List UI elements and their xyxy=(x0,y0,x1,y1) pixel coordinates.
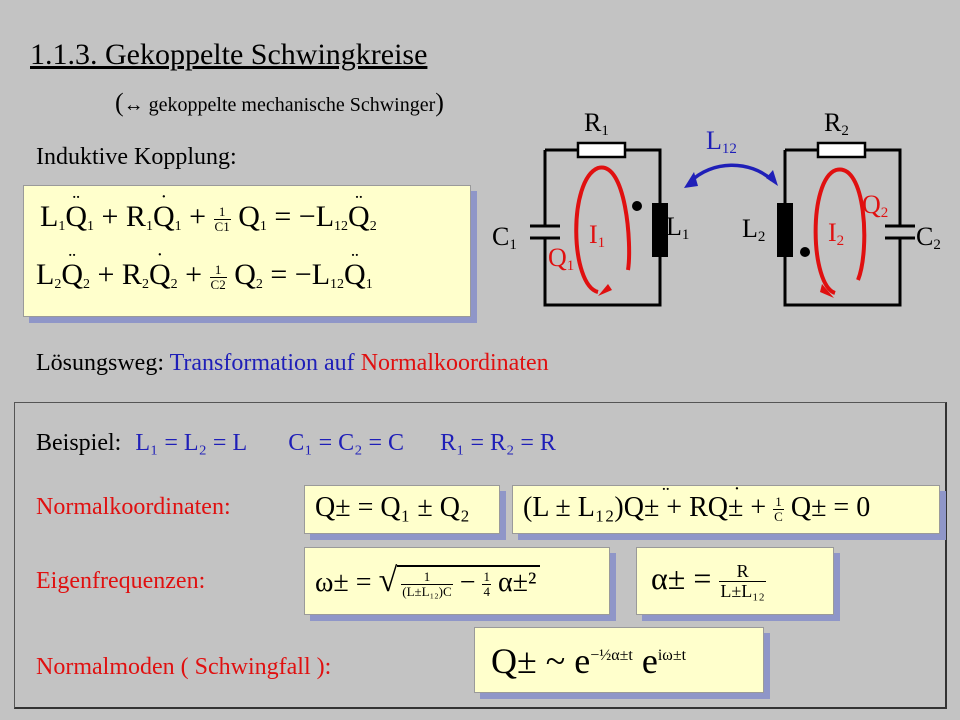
coupled-equations-box: L1Q1 + R1Q1 + 1C1 Q1 = −L12Q2 L2Q2 + R2Q… xyxy=(23,185,471,317)
label-q2: Q2 xyxy=(862,190,889,221)
coupling-dot-2 xyxy=(800,247,810,257)
page-title: 1.1.3. Gekoppelte Schwingkreise xyxy=(30,38,428,71)
eigen-label: Eigenfrequenzen: xyxy=(36,568,206,594)
resistor-r1 xyxy=(576,141,627,159)
equation-1: L1Q1 + R1Q1 + 1C1 Q1 = −L12Q2 xyxy=(40,200,377,235)
current-loop-2 xyxy=(813,167,867,295)
label-c2: C2 xyxy=(916,222,941,253)
label-l12: L12 xyxy=(706,126,737,157)
equation-2: L2Q2 + R2Q2 + 1C2 Q2 = −L12Q1 xyxy=(36,258,373,293)
capacitor-c2 xyxy=(885,224,915,240)
circuit-2-wires xyxy=(783,148,902,307)
circuit-1-wires xyxy=(543,148,662,307)
current-loop-1 xyxy=(574,165,632,294)
normal-coords-def-box: Q± = Q₁ ± Q₂ xyxy=(304,485,500,534)
normal-modes-box: Q± ~ e−½α±t eiω±t xyxy=(474,627,764,693)
subtitle: (↔ gekoppelte mechanische Schwinger) xyxy=(115,88,444,117)
label-r1: R1 xyxy=(584,108,609,139)
modes-label: Normalmoden ( Schwingfall ): xyxy=(36,654,332,680)
capacitor-c1 xyxy=(530,224,560,240)
coupling-arrow-icon xyxy=(688,163,774,184)
normal-coords-label: Normalkoordinaten: xyxy=(36,494,231,520)
normal-coords-eq-box: (L ± L₁₂)Q± + RQ± + 1C Q± = 0 xyxy=(512,485,940,534)
label-i2: I2 xyxy=(828,218,845,249)
resistor-r2 xyxy=(816,141,867,159)
inductor-l2 xyxy=(777,203,793,257)
subtitle-text: gekoppelte mechanische Schwinger xyxy=(148,94,436,116)
bidirectional-arrow-icon: ↔ xyxy=(123,94,144,116)
coupling-label: Induktive Kopplung: xyxy=(36,144,237,170)
label-q1: Q1 xyxy=(548,243,575,274)
label-c1: C1 xyxy=(492,222,517,253)
inductor-l1 xyxy=(652,203,668,257)
solution-line: Lösungsweg: Transformation auf Normalkoo… xyxy=(36,350,549,376)
label-l2: L2 xyxy=(742,214,766,245)
example-panel xyxy=(14,402,947,709)
example-line: Beispiel: L₁ = L₂ = L C₁ = C₂ = C R₁ = R… xyxy=(36,430,556,456)
coupling-dot-1 xyxy=(632,201,642,211)
label-l1: L1 xyxy=(666,212,690,243)
label-r2: R2 xyxy=(824,108,849,139)
label-i1: I1 xyxy=(589,220,606,251)
